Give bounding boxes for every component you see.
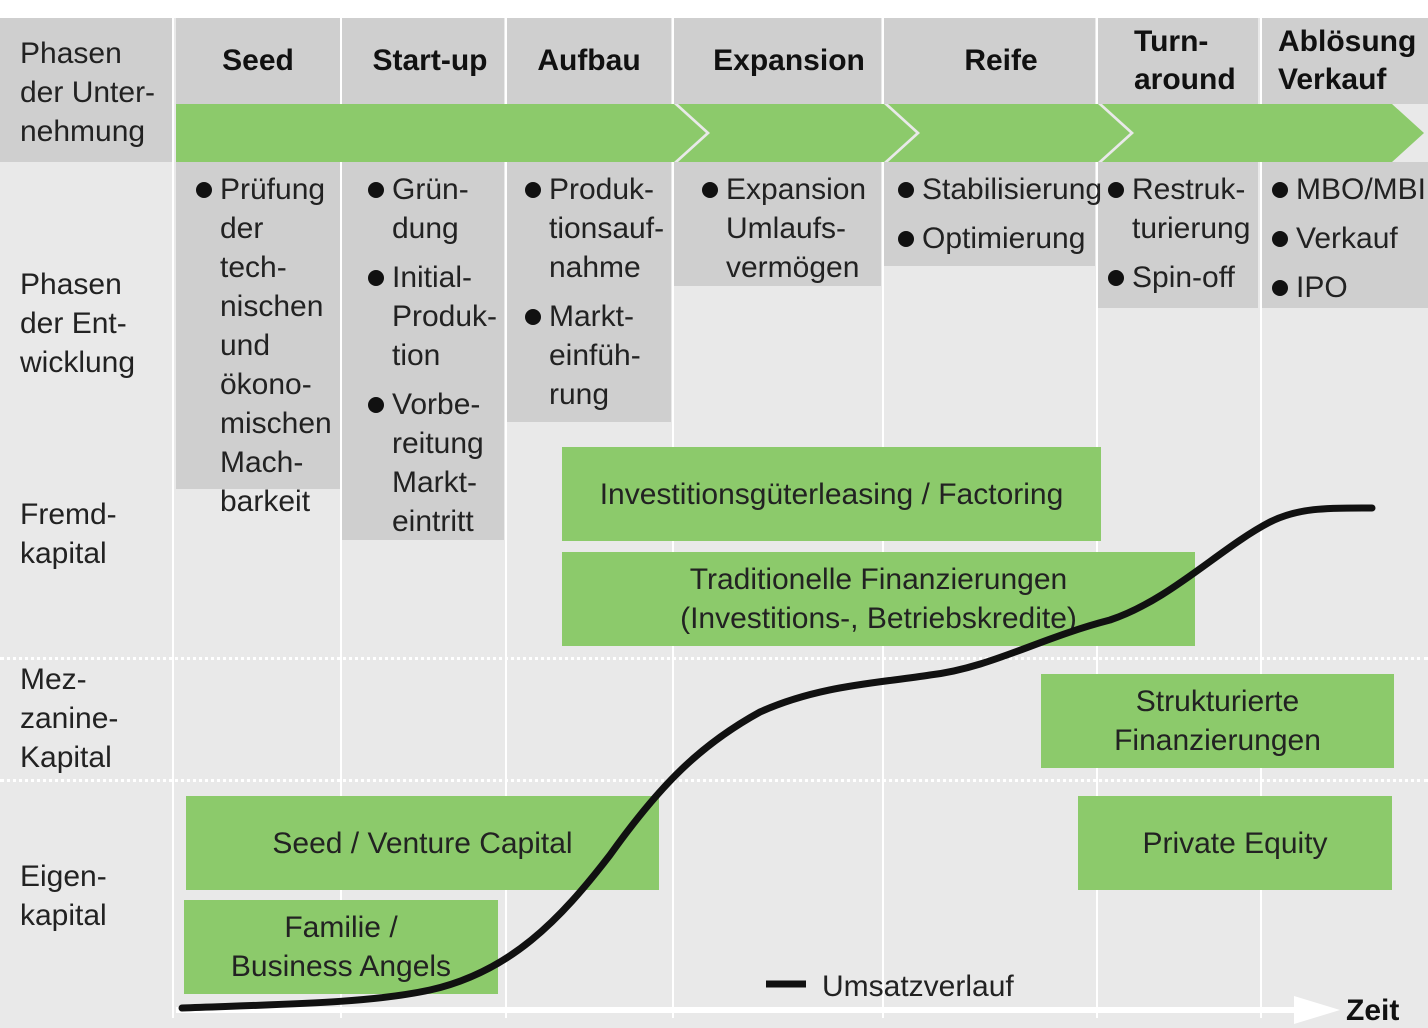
column-divider	[1260, 18, 1262, 1018]
phase-header-startup: Start-up	[372, 44, 488, 77]
phase-header-cell	[674, 18, 881, 104]
traditional-financing-box: Traditionelle Finanzierungen (Investitio…	[562, 552, 1195, 646]
phase-header-turnaround: Turn- around	[1134, 25, 1236, 96]
private-equity-box: Private Equity	[1078, 796, 1392, 890]
row-label-equity-capital: Eigen- kapital	[20, 860, 107, 932]
venture-capital-label: Seed / Venture Capital	[272, 826, 573, 860]
row-label-development-phases: Phasen der Ent- wicklung	[20, 268, 136, 379]
revenue-curve	[178, 504, 1376, 1012]
time-axis-arrowhead	[1294, 996, 1340, 1024]
traditional-financing-label: Traditionelle Finanzierungen	[689, 563, 1068, 596]
arrow-segment	[888, 104, 1130, 162]
row-divider	[0, 779, 1428, 782]
phase-header-cell	[507, 18, 671, 104]
list-item: Vorbe- reitung Markt- eintritt	[368, 385, 500, 541]
turnaround-activities: Restruk- turierung Spin-off	[1108, 170, 1256, 307]
list-item: Optimierung	[898, 219, 1094, 258]
leasing-factoring-box: Investitionsgüterleasing / Factoring	[562, 447, 1101, 541]
row-header-cell	[0, 18, 172, 162]
phase-header-cell	[884, 18, 1095, 104]
list-item: Expansion Umlaufs- vermögen	[702, 170, 878, 287]
list-item: Stabilisierung	[898, 170, 1102, 209]
family-business-angels-box: Familie / Business Angels	[184, 900, 498, 994]
development-cell	[884, 162, 1095, 266]
list-item: Restruk- turierung	[1108, 170, 1256, 248]
phase-header-cell	[342, 18, 504, 104]
phase-header-reife: Reife	[964, 44, 1038, 77]
column-divider	[340, 18, 342, 1018]
list-item: Prüfung der tech- nischen und ökono- mis…	[196, 170, 336, 521]
phase-header-aufbau: Aufbau	[537, 44, 641, 77]
list-item: Markt- einfüh- rung	[525, 297, 670, 414]
row-divider	[0, 657, 1428, 660]
list-item: Produk- tionsauf- nahme	[525, 170, 670, 287]
venture-capital-box: Seed / Venture Capital	[186, 796, 659, 890]
arrow-segment	[1102, 104, 1424, 162]
list-item: Verkauf	[1272, 219, 1426, 258]
time-axis-label: Zeit	[1346, 994, 1400, 1027]
leasing-factoring-label: Investitionsgüterleasing / Factoring	[599, 477, 1064, 511]
family-label: Familie /	[284, 911, 398, 944]
list-item: Initial- Produk- tion	[368, 258, 500, 375]
development-cell	[507, 162, 671, 422]
row-label-debt-capital: Fremd- kapital	[20, 498, 117, 570]
arrow-segment	[678, 104, 916, 162]
reife-activities: Stabilisierung Optimierung	[898, 170, 1102, 268]
list-item: IPO	[1272, 268, 1426, 307]
list-item: MBO/MBI	[1272, 170, 1426, 209]
development-cell	[1262, 162, 1428, 308]
private-equity-label: Private Equity	[1142, 826, 1328, 860]
development-cell	[342, 162, 504, 540]
business-angels-label: Business Angels	[230, 950, 452, 983]
list-item: Spin-off	[1108, 258, 1256, 297]
column-divider	[505, 18, 507, 1018]
development-cell	[1098, 162, 1258, 308]
column-divider	[172, 18, 174, 1018]
structured-financing-label-line1: Strukturierte	[1135, 685, 1300, 718]
development-cell	[176, 162, 340, 489]
abloesung-activities: MBO/MBI Verkauf IPO	[1272, 170, 1426, 317]
traditional-financing-sublabel: (Investitions-, Betriebskredite)	[680, 602, 1077, 635]
arrow-segment	[176, 104, 706, 162]
phase-header-cell	[1262, 18, 1428, 104]
phase-header-cell	[176, 18, 340, 104]
phase-header-seed: Seed	[222, 44, 294, 77]
structured-financing-label-line2: Finanzierungen	[1114, 724, 1321, 757]
expansion-activities: Expansion Umlaufs- vermögen	[702, 170, 878, 297]
startup-activities: Grün- dung Initial- Produk- tion Vorbe- …	[368, 170, 500, 551]
aufbau-activities: Produk- tionsauf- nahme Markt- einfüh- r…	[525, 170, 670, 424]
seed-activities: Prüfung der tech- nischen und ökono- mis…	[196, 170, 336, 531]
phase-header-abloesung: Ablösung Verkauf	[1278, 25, 1417, 96]
row-label-mezzanine-capital: Mez- zanine- Kapital	[20, 663, 119, 774]
list-item: Grün- dung	[368, 170, 500, 248]
legend-revenue-label: Umsatzverlauf	[822, 970, 1014, 1003]
phase-header-expansion: Expansion	[713, 44, 865, 77]
structured-financing-box: Strukturierte Finanzierungen	[1041, 674, 1394, 768]
row-label-company-phases: Phasen der Unter- nehmung	[20, 37, 156, 148]
phase-header-cell	[1098, 18, 1258, 104]
